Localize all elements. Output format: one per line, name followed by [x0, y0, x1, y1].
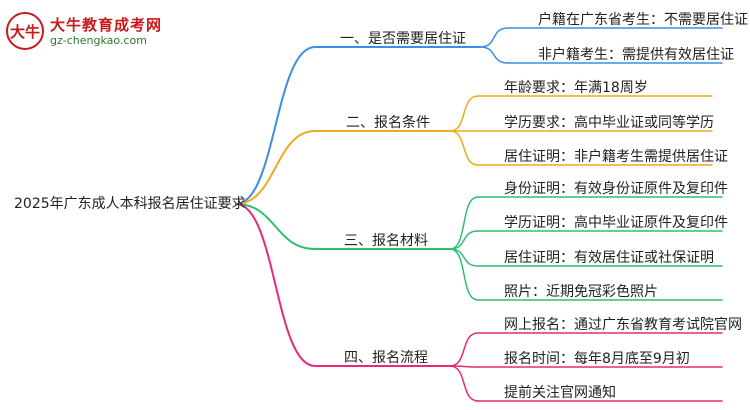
branch-1-child-2: 非户籍考生：需提供有效居住证	[538, 47, 734, 63]
branch-3-child-2-connector	[449, 230, 479, 250]
branch-3-child-1-connector	[449, 196, 479, 250]
branch-4-child-2: 报名时间：每年8月底至9月初	[504, 351, 690, 367]
branch-3-child-2: 学历证明：高中毕业证原件及复印件	[504, 215, 728, 231]
branch-1-connector	[235, 46, 316, 205]
logo-mark-glyph: 大牛	[9, 23, 40, 41]
logo-mark-icon: 大牛	[6, 12, 44, 50]
branch-1-child-2-connector	[479, 46, 509, 64]
branch-1-child-1-connector	[479, 27, 509, 48]
branch-1-label: 一、是否需要居住证	[340, 31, 466, 47]
branch-4-label: 四、报名流程	[344, 350, 428, 366]
branch-2-label: 二、报名条件	[346, 115, 430, 131]
branch-4-child-1-connector	[449, 332, 479, 367]
root-topic: 2025年广东成人本科报名居住证要求	[14, 196, 246, 212]
branch-4-child-3-connector	[449, 365, 479, 402]
logo: 大牛 大牛教育成考网 gz-chengkao.com	[6, 10, 166, 52]
branch-1-child-1: 户籍在广东省考生：不需要居住证	[538, 12, 748, 28]
logo-site: gz-chengkao.com	[50, 34, 147, 47]
branch-2-child-1-connector	[449, 95, 479, 132]
branch-3-child-3-connector	[449, 248, 479, 267]
branch-3-label: 三、报名材料	[344, 233, 428, 249]
branch-3-connector	[235, 203, 316, 250]
branch-4-child-3: 提前关注官网通知	[504, 385, 616, 401]
branch-2-child-1: 年龄要求：年满18周岁	[504, 80, 648, 96]
branch-3-child-4: 照片：近期免冠彩色照片	[504, 284, 658, 300]
branch-4-child-1: 网上报名：通过广东省教育考试院官网	[504, 317, 742, 333]
branch-2-child-3: 居住证明：非户籍考生需提供居住证	[504, 149, 728, 165]
branch-3-child-4-connector	[449, 248, 479, 301]
branch-4-connector	[235, 203, 316, 367]
branch-2-child-2: 学历要求：高中毕业证或同等学历	[504, 115, 714, 131]
branch-3-child-1: 身份证明：有效身份证原件及复印件	[504, 181, 728, 197]
branch-3-child-3: 居住证明：有效居住证或社保证明	[504, 250, 714, 266]
branch-2-connector	[235, 130, 316, 205]
logo-brand: 大牛教育成考网	[50, 16, 163, 34]
branch-2-child-3-connector	[449, 130, 479, 166]
